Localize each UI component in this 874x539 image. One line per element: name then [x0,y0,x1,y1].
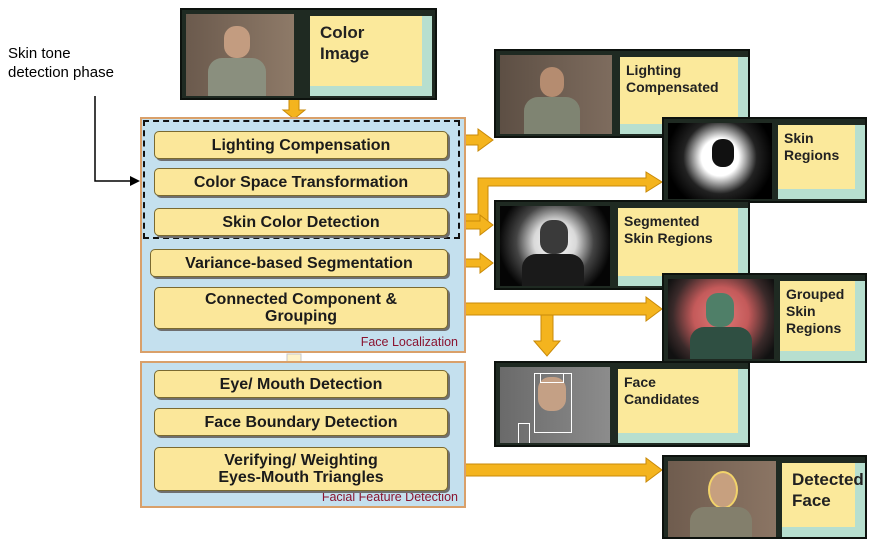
detected-face-photo [668,461,776,537]
skin-tone-phase-box [143,120,460,239]
step-eye-mouth-detection: Eye/ Mouth Detection [154,370,448,398]
detected-face-label: Detected Face [782,463,865,537]
step-lighting-compensation: Lighting Compensation [154,131,448,159]
skin-regions-label: Skin Regions [778,125,865,199]
skin-tone-annotation: Skin tone detection phase [8,45,114,81]
step-face-boundary-detection: Face Boundary Detection [154,408,448,436]
skin-regions-card: Skin Regions [662,117,867,203]
step-variance-segmentation: Variance-based Segmentation [150,249,448,277]
step-skin-color-detection: Skin Color Detection [154,208,448,236]
arrow-to-face-candidates [532,314,562,357]
step-verifying-weighting: Verifying/ Weighting Eyes-Mouth Triangle… [154,447,448,491]
color-image-label: Color Image [310,16,432,96]
face-candidates-label: Face Candidates [618,369,748,443]
detected-face-card: Detected Face [662,455,867,539]
arrow-to-grouped [451,296,663,322]
facial-feature-label: Facial Feature Detection [321,490,458,504]
grouped-skin-card: Grouped Skin Regions [662,273,867,363]
segmented-skin-photo [500,206,610,286]
grouped-skin-label: Grouped Skin Regions [780,281,865,361]
face-candidates-card: Face Candidates [494,361,750,447]
lighting-compensated-card: Lighting Compensated [494,49,750,138]
color-image-card: Color Image [180,8,437,100]
step-connected-component: Connected Component & Grouping [154,287,448,329]
grouped-skin-photo [668,279,774,359]
step-color-space-transformation: Color Space Transformation [154,168,448,196]
face-localization-label: Face Localization [360,335,458,349]
color-image-photo [186,14,294,96]
arrow-input-to-panel [281,97,307,120]
lighting-compensated-photo [500,55,612,134]
skin-regions-photo [668,123,772,199]
face-candidates-photo [500,367,610,443]
arrow-to-detected-face [451,457,663,483]
annotation-pointer [94,96,130,182]
